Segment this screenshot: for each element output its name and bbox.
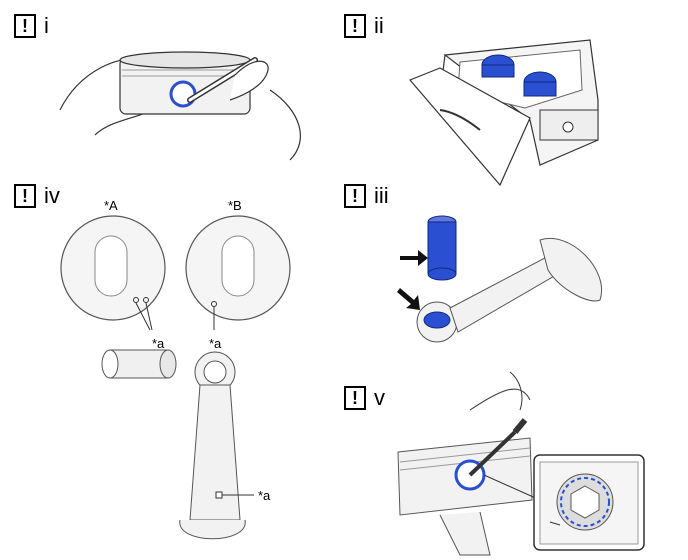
step-iv-header: ! iv <box>14 184 60 208</box>
callout-mark-a-rod: *a <box>258 488 271 503</box>
callout-mark-a-left: *a <box>152 336 165 351</box>
caution-icon: ! <box>344 386 366 410</box>
caution-icon: ! <box>14 14 36 38</box>
step-numeral: iii <box>374 183 389 208</box>
step-i-header: ! i <box>14 14 49 38</box>
step-numeral: ii <box>374 13 384 38</box>
step-iii-header: ! iii <box>344 184 389 208</box>
step-ii-header: ! ii <box>344 14 384 38</box>
step-numeral: iv <box>44 183 60 208</box>
step-numeral: i <box>44 13 49 38</box>
callout-mark-a-right: *a <box>209 336 222 351</box>
caution-icon: ! <box>344 14 366 38</box>
callout-piston-b: *B <box>228 198 242 213</box>
callout-piston-a: *A <box>104 198 118 213</box>
caution-icon: ! <box>14 184 36 208</box>
caution-icon: ! <box>344 184 366 208</box>
step-numeral: v <box>374 385 385 410</box>
step-v-header: ! v <box>344 386 385 410</box>
